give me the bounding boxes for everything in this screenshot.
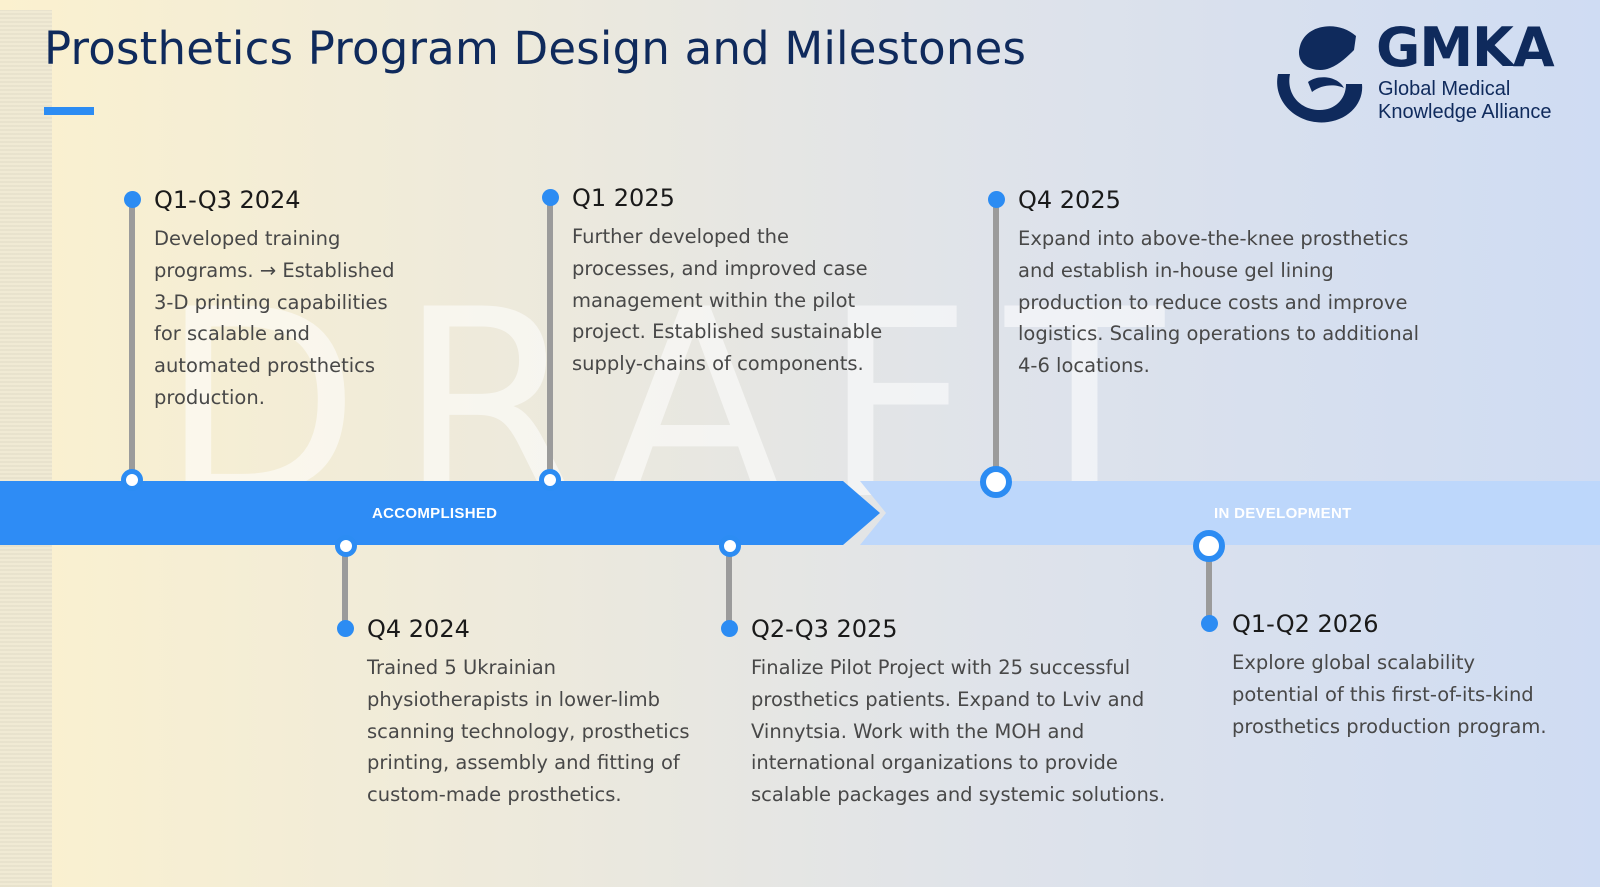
logo-subtitle-line-2: Knowledge Alliance — [1378, 101, 1552, 123]
milestone-5-stem — [993, 200, 999, 472]
milestone-2-date: Q4 2024 — [367, 615, 470, 643]
milestone-3: Q1 2025 Further developed the processes,… — [572, 183, 892, 380]
milestone-3-dot — [542, 189, 559, 206]
in-development-label: IN DEVELOPMENT — [1214, 505, 1352, 522]
milestone-1-date: Q1-Q3 2024 — [154, 186, 301, 214]
milestone-4: Q2-Q3 2025 Finalize Pilot Project with 2… — [751, 614, 1181, 811]
title-underline — [44, 107, 94, 115]
milestone-3-ring — [539, 469, 561, 491]
milestone-3-description: Further developed the processes, and imp… — [572, 225, 883, 376]
milestone-4-date: Q2-Q3 2025 — [751, 615, 898, 643]
milestone-5: Q4 2025 Expand into above-the-knee prost… — [1018, 185, 1438, 382]
milestone-1-ring — [121, 469, 143, 491]
milestone-2-dot — [337, 620, 354, 637]
milestone-4-stem — [726, 548, 732, 628]
logo-name: GMKA — [1376, 16, 1555, 79]
milestone-6: Q1-Q2 2026 Explore global scalability po… — [1232, 609, 1552, 742]
accomplished-band — [0, 481, 880, 545]
milestone-5-date: Q4 2025 — [1018, 186, 1121, 214]
milestone-6-ring — [1193, 530, 1225, 562]
milestone-1-stem — [129, 200, 135, 472]
milestone-4-description: Finalize Pilot Project with 25 successfu… — [751, 656, 1166, 807]
milestone-2-ring — [335, 535, 357, 557]
accomplished-label: ACCOMPLISHED — [372, 505, 498, 522]
milestone-6-description: Explore global scalability potential of … — [1232, 651, 1547, 738]
milestone-5-description: Expand into above-the-knee prosthetics a… — [1018, 227, 1420, 378]
milestone-4-ring — [719, 535, 741, 557]
milestone-5-ring — [980, 466, 1012, 498]
logo-subtitle-line-1: Global Medical — [1378, 78, 1511, 100]
milestone-2-description: Trained 5 Ukrainian physiotherapists in … — [367, 656, 690, 807]
page-title: Prosthetics Program Design and Milestone… — [44, 22, 1027, 75]
milestone-1-dot — [124, 191, 141, 208]
milestone-3-date: Q1 2025 — [572, 184, 675, 212]
milestone-6-stem — [1206, 550, 1212, 623]
milestone-4-dot — [721, 620, 738, 637]
logo-subtitle: Global Medical Knowledge Alliance — [1378, 78, 1551, 124]
milestone-6-dot — [1201, 615, 1218, 632]
milestone-2: Q4 2024 Trained 5 Ukrainian physiotherap… — [367, 614, 697, 811]
milestone-5-dot — [988, 191, 1005, 208]
milestone-1: Q1-Q3 2024 Developed training programs. … — [154, 185, 416, 414]
milestone-6-date: Q1-Q2 2026 — [1232, 610, 1379, 638]
milestone-3-stem — [547, 198, 553, 472]
milestone-2-stem — [342, 548, 348, 628]
left-edge-strip — [0, 10, 52, 887]
milestone-1-description: Developed training programs. → Establish… — [154, 227, 395, 409]
gmka-logo: GMKA Global Medical Knowledge Alliance — [1268, 16, 1578, 130]
gmka-logo-mark-icon — [1277, 26, 1363, 123]
